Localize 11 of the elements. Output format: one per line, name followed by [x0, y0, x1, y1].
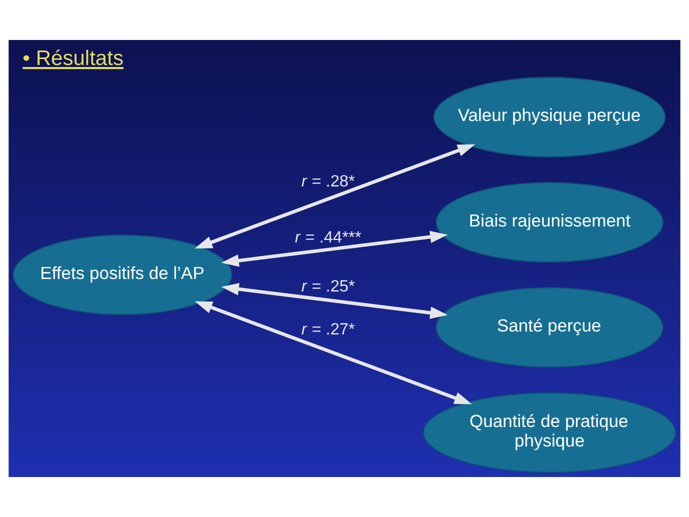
edge-label: r = .44***: [294, 228, 362, 246]
diagram-title: • Résultats: [22, 47, 124, 70]
arrow: [221, 230, 448, 267]
edge-label: r = .25*: [301, 277, 355, 296]
edge-label: r = .28*: [301, 172, 355, 190]
arrow: [221, 282, 448, 319]
node-ellipse: Santé perçue: [436, 287, 664, 368]
node-ellipse: Biais rajeunissement: [436, 182, 664, 263]
arrow: [194, 144, 476, 248]
arrow: [194, 301, 472, 404]
edge-label: r = .27*: [301, 320, 355, 339]
